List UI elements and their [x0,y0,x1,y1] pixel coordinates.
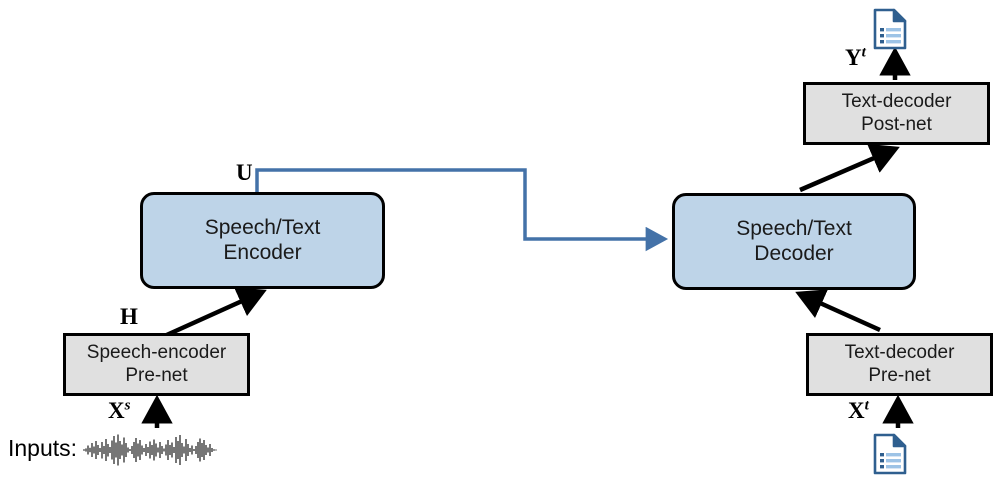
label-x-speech: Xs [108,396,131,424]
label-x-text-base: X [848,398,865,423]
label-u: U [236,160,253,186]
node-speech-text-encoder[interactable]: Speech/Text Encoder [140,192,385,289]
node-label-line2: Decoder [754,241,834,265]
label-u-base: U [236,160,253,185]
node-label-line1: Speech/Text [204,215,321,239]
node-label-line1: Text-decoder [844,342,955,364]
connector-decoder-to-postnet [799,143,900,193]
label-y-text-base: Y [845,45,862,70]
node-label-line2: Encoder [223,240,302,264]
label-h: H [120,304,138,330]
label-x-text: Xt [848,396,869,424]
label-x-text-sup: t [864,396,869,414]
label-inputs: Inputs: [8,435,78,461]
node-label-line1: Speech/Text [736,216,852,240]
node-label-line2: Pre-net [125,364,188,386]
node-label-line1: Text-decoder [841,91,952,113]
audio-waveform-icon [82,430,222,475]
node-label-line2: Pre-net [868,364,931,386]
node-text-decoder-postnet[interactable]: Text-decoder Post-net [803,82,990,145]
node-label-line1: Speech-encoder [86,342,227,364]
label-x-speech-sup: s [124,396,131,414]
document-icon-input [872,433,908,480]
document-icon-output [872,8,908,55]
label-h-base: H [120,304,138,329]
node-speech-text-decoder[interactable]: Speech/Text Decoder [672,193,916,290]
label-y-text: Yt [845,43,866,71]
node-text-decoder-prenet[interactable]: Text-decoder Pre-net [806,333,993,396]
label-x-speech-base: X [108,398,125,423]
connector-speech-prenet-to-encoder [159,287,267,341]
node-label-line2: Post-net [861,113,932,135]
connector-text-prenet-to-decoder [795,289,881,333]
node-speech-encoder-prenet[interactable]: Speech-encoder Pre-net [63,333,250,396]
connector-encoder-to-decoder [255,168,669,252]
label-y-text-sup: t [861,43,866,61]
